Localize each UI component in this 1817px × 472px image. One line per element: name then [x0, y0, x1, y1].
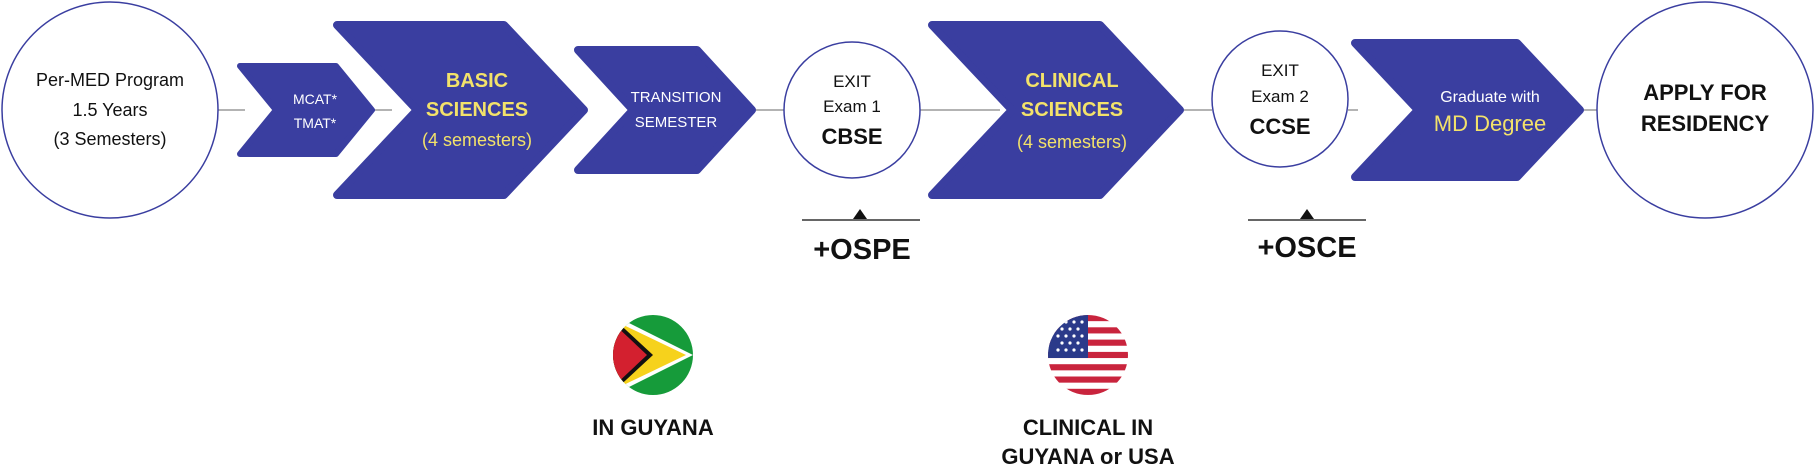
basic-sciences-line1: BASIC [446, 70, 508, 92]
graduate-line2: MD Degree [1434, 111, 1546, 136]
basic-sciences-line2: SCIENCES [426, 99, 528, 121]
osce-label: +OSCE [1257, 232, 1356, 264]
transition-line1: TRANSITION [631, 89, 722, 106]
mcat-node: MCAT* TMAT* [237, 63, 375, 157]
usa-flag-icon [1048, 315, 1128, 395]
clinical-sciences-line3: (4 semesters) [1017, 132, 1127, 152]
basic-sciences-line3: (4 semesters) [422, 130, 532, 150]
mcat-arrow [237, 63, 375, 157]
mcat-line2: TMAT* [294, 115, 337, 131]
mcat-line1: MCAT* [293, 91, 338, 107]
premed-node: Per-MED Program 1.5 Years (3 Semesters) [1, 1, 219, 219]
residency-line1: APPLY FOR [1643, 80, 1767, 105]
premed-circle [1, 1, 219, 219]
exit-exam1-node: EXIT Exam 1 CBSE [783, 41, 921, 179]
residency-circle [1596, 1, 1814, 219]
clinical-sciences-line1: CLINICAL [1025, 70, 1118, 92]
premed-line3: (3 Semesters) [53, 129, 166, 149]
residency-line2: RESIDENCY [1641, 111, 1770, 136]
transition-line2: SEMESTER [635, 114, 718, 131]
premed-line1: Per-MED Program [36, 70, 184, 90]
exit1-line1: EXIT [833, 72, 871, 91]
guyana-label: IN GUYANA [592, 415, 714, 440]
exit-exam1-circle [783, 41, 921, 179]
clinical-sciences-node: CLINICAL SCIENCES (4 semesters) [928, 21, 1184, 199]
exit2-line1: EXIT [1261, 61, 1299, 80]
ospe-marker: +OSPE [802, 209, 920, 266]
exit2-line3: CCSE [1249, 114, 1310, 139]
osce-pointer-icon [1300, 209, 1314, 219]
usa-label-line2: GUYANA or USA [1001, 444, 1174, 469]
exit2-line2: Exam 2 [1251, 87, 1309, 106]
ospe-label: +OSPE [813, 234, 911, 266]
premed-line2: 1.5 Years [72, 100, 147, 120]
clinical-sciences-arrow [928, 21, 1184, 199]
exit1-line3: CBSE [821, 124, 882, 149]
osce-marker: +OSCE [1248, 209, 1366, 264]
residency-node: APPLY FOR RESIDENCY [1596, 1, 1814, 219]
guyana-flag-icon [613, 315, 693, 395]
transition-arrow [574, 46, 756, 174]
clinical-sciences-line2: SCIENCES [1021, 99, 1123, 121]
ospe-pointer-icon [853, 209, 867, 219]
graduate-line1: Graduate with [1440, 89, 1540, 106]
graduate-node: Graduate with MD Degree [1351, 39, 1584, 181]
basic-sciences-arrow [333, 21, 588, 199]
exit1-line2: Exam 1 [823, 97, 881, 116]
transition-node: TRANSITION SEMESTER [574, 46, 756, 174]
basic-sciences-node: BASIC SCIENCES (4 semesters) [333, 21, 588, 199]
usa-label-line1: CLINICAL IN [1023, 415, 1153, 440]
exit-exam2-circle [1211, 30, 1349, 168]
graduate-arrow [1351, 39, 1584, 181]
exit-exam2-node: EXIT Exam 2 CCSE [1211, 30, 1349, 168]
